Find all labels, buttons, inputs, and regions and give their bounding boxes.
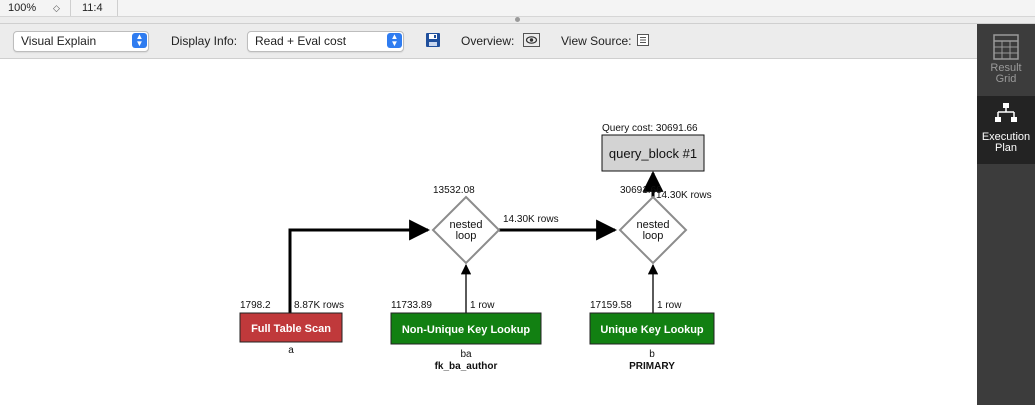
chevron-updown-icon: ▲▼: [132, 33, 147, 48]
execution-plan-label-2: Plan: [994, 142, 1018, 154]
display-info-value: Read + Eval cost: [255, 34, 347, 48]
nested-loop-1-label-2: loop: [456, 230, 477, 242]
view-mode-select[interactable]: Visual Explain ▲▼: [13, 31, 149, 52]
full-scan-table: a: [288, 345, 294, 356]
cursor-position: 11:4: [82, 2, 103, 14]
explain-toolbar: Visual Explain ▲▼ Display Info: Read + E…: [0, 24, 977, 59]
unique-key-lookup-node[interactable]: [589, 312, 715, 345]
unique-lookup-label: Unique Key Lookup: [600, 324, 704, 336]
unique-lookup-rows: 1 row: [657, 300, 682, 311]
save-icon[interactable]: [425, 32, 441, 51]
overview-label: Overview:: [461, 34, 515, 48]
eye-icon[interactable]: [523, 33, 540, 50]
plan-diagram: Query cost: 30691.66 query_block #1 1353…: [239, 123, 715, 372]
zoom-stepper-icon[interactable]: ◇: [53, 3, 60, 13]
nested-loop-1-label-1: nested: [449, 219, 482, 231]
nested-loop-2-label-1: nested: [636, 219, 669, 231]
view-mode-value: Visual Explain: [21, 34, 97, 48]
query-block-label: query_block #1: [609, 146, 697, 161]
query-cost: Query cost: 30691.66: [602, 123, 698, 134]
display-info-select[interactable]: Read + Eval cost ▲▼: [247, 31, 404, 52]
divider: [117, 0, 118, 16]
side-panel: Result Grid Execution Plan: [977, 24, 1035, 405]
execution-plan-icon: [994, 102, 1018, 126]
unique-lookup-key: PRIMARY: [629, 361, 675, 372]
nested-loop-1-rows: 14.30K rows: [503, 214, 559, 225]
edge-scan-to-loop1: [288, 219, 431, 313]
splitter-grip-icon[interactable]: [515, 17, 520, 22]
display-info-label: Display Info:: [171, 34, 238, 48]
nested-loop-2-node[interactable]: [618, 195, 688, 265]
nested-loop-1-cost: 13532.08: [433, 185, 475, 196]
status-strip: 100% ◇ 11:4: [0, 0, 1035, 17]
result-grid-label-1: Result: [990, 62, 1022, 74]
nested-loop-1-node[interactable]: [431, 195, 501, 265]
result-grid-label-2: Grid: [995, 73, 1017, 85]
non-unique-lookup-rows: 1 row: [470, 300, 495, 311]
nested-loop-2-rows: 14.30K rows: [656, 190, 712, 201]
nested-loop-2-cost: 30691.66: [620, 185, 662, 196]
full-scan-rows: 8.87K rows: [294, 300, 344, 311]
full-table-scan-node[interactable]: [239, 312, 343, 343]
chevron-updown-icon: ▲▼: [387, 33, 402, 48]
non-unique-lookup-key: fk_ba_author: [435, 361, 498, 372]
nested-loop-2-label-2: loop: [643, 230, 664, 242]
zoom-level[interactable]: 100%: [8, 2, 37, 14]
grid-icon: [993, 34, 1019, 60]
divider: [70, 0, 71, 16]
non-unique-lookup-table: ba: [460, 349, 472, 360]
full-scan-label: Full Table Scan: [251, 323, 331, 335]
unique-lookup-table: b: [649, 349, 655, 360]
non-unique-key-lookup-node[interactable]: [390, 312, 542, 345]
unique-lookup-cost: 17159.58: [590, 300, 632, 311]
execution-plan-label-1: Execution: [981, 131, 1031, 143]
non-unique-lookup-label: Non-Unique Key Lookup: [402, 324, 531, 336]
execution-plan-button[interactable]: Execution Plan: [977, 96, 1035, 164]
view-source-label: View Source:: [561, 34, 632, 48]
non-unique-lookup-cost: 11733.89: [391, 300, 432, 311]
execution-plan-canvas: Query cost: 30691.66 query_block #1 1353…: [0, 59, 977, 405]
panel-splitter[interactable]: [0, 17, 1035, 23]
document-icon[interactable]: [637, 34, 649, 49]
query-block-node[interactable]: [601, 134, 705, 172]
divider: [0, 23, 1035, 24]
full-scan-cost: 1798.2: [240, 300, 271, 311]
result-grid-button[interactable]: Result Grid: [977, 30, 1035, 88]
